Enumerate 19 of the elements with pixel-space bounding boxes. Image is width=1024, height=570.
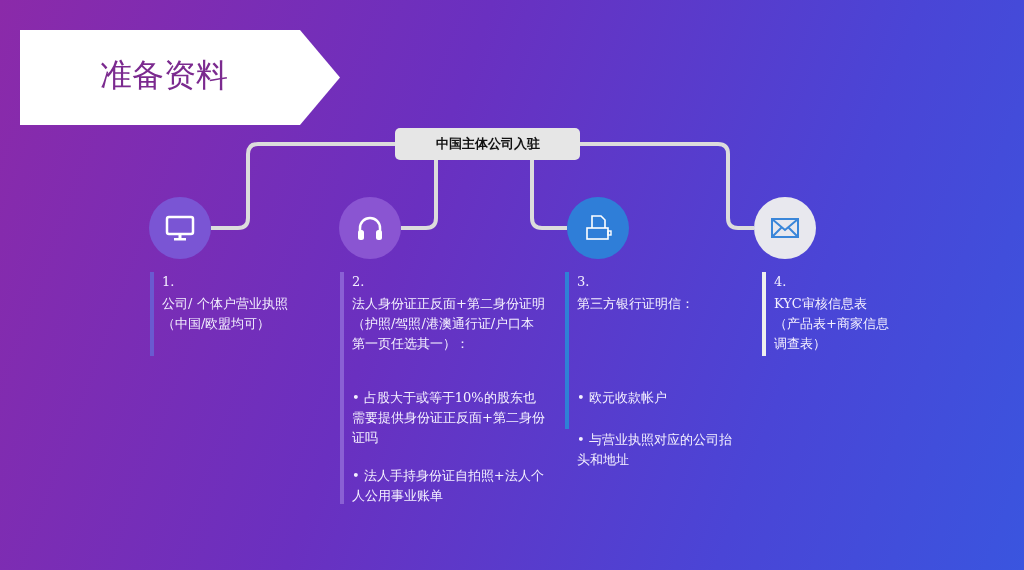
step-number: 4. <box>774 273 788 291</box>
connector-line <box>211 142 395 230</box>
step-number: 3. <box>577 273 591 291</box>
step-number: 2. <box>352 273 366 291</box>
requirement-text: • 法人手持身份证自拍照+法人个人公用事业账单 <box>352 467 545 505</box>
connector-line <box>530 160 567 230</box>
heading-box: 中国主体公司入驻 <box>395 128 580 160</box>
requirement-text: KYC审核信息表（产品表+商家信息调查表） <box>774 295 890 353</box>
requirement-text: • 与营业执照对应的公司抬头和地址 <box>577 431 733 469</box>
requirement-text: • 欧元收款帐户 <box>577 389 668 407</box>
title-banner <box>20 30 340 125</box>
step-number: 1. <box>162 273 176 291</box>
requirement-text: 法人身份证正反面+第二身份证明（护照/驾照/港澳通行证/户口本第一页任选其一）： <box>352 295 546 353</box>
connector-line <box>580 142 754 230</box>
requirement-text: • 占股大于或等于10%的股东也需要提供身份证正反面+第二身份证吗 <box>352 389 546 447</box>
title-text: 准备资料 <box>100 55 228 96</box>
requirement-text: 第三方银行证明信： <box>577 295 695 313</box>
requirement-text: 公司/ 个体户营业执照（中国/欧盟均可） <box>162 295 289 333</box>
connector-line <box>401 160 438 230</box>
